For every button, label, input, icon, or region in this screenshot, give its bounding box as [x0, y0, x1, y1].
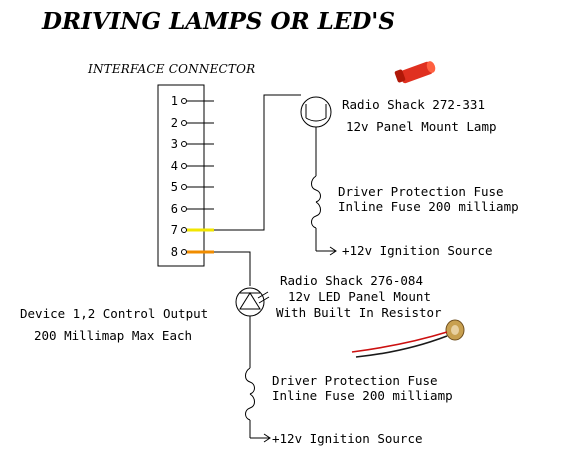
led-photo-icon — [351, 319, 465, 358]
connector-label: INTERFACE CONNECTOR — [88, 62, 256, 76]
pin-label-1: 1 — [170, 94, 178, 108]
connector-body — [157, 84, 205, 267]
lamp-part-number: Radio Shack 272-331 — [342, 97, 485, 112]
control-output-label: Device 1,2 Control Output — [20, 306, 209, 321]
lamp-power-source: +12v Ignition Source — [342, 243, 493, 258]
lamp-fuse-rating: Inline Fuse 200 milliamp — [338, 199, 519, 214]
led-fuse-label: Driver Protection Fuse — [272, 373, 438, 388]
led-fuse-rating: Inline Fuse 200 milliamp — [272, 388, 453, 403]
pin-label-2: 2 — [170, 116, 178, 130]
led-part-description: 12v LED Panel Mount — [288, 289, 431, 304]
lamp-part-description: 12v Panel Mount Lamp — [346, 119, 497, 134]
led-resistor-note: With Built In Resistor — [276, 305, 442, 320]
connector-pins — [181, 98, 214, 255]
led-circuit — [214, 251, 271, 443]
led-fuse-symbol — [245, 367, 255, 395]
pin-label-5: 5 — [170, 180, 178, 194]
pin-label-3: 3 — [170, 137, 178, 151]
pin-label-4: 4 — [170, 159, 178, 173]
led-power-source: +12v Ignition Source — [272, 431, 423, 446]
pin-label-8: 8 — [170, 245, 178, 259]
lamp-fuse-symbol — [311, 175, 321, 203]
led-part-number: Radio Shack 276-084 — [280, 273, 423, 288]
control-output-limit: 200 Millimap Max Each — [34, 328, 193, 343]
lamp-circuit — [214, 94, 337, 256]
diagram-title: DRIVING LAMPS OR LED'S — [42, 8, 395, 35]
lamp-photo-icon — [394, 61, 436, 84]
lamp-fuse-label: Driver Protection Fuse — [338, 184, 504, 199]
pin-label-6: 6 — [170, 202, 178, 216]
pin-label-7: 7 — [170, 223, 178, 237]
